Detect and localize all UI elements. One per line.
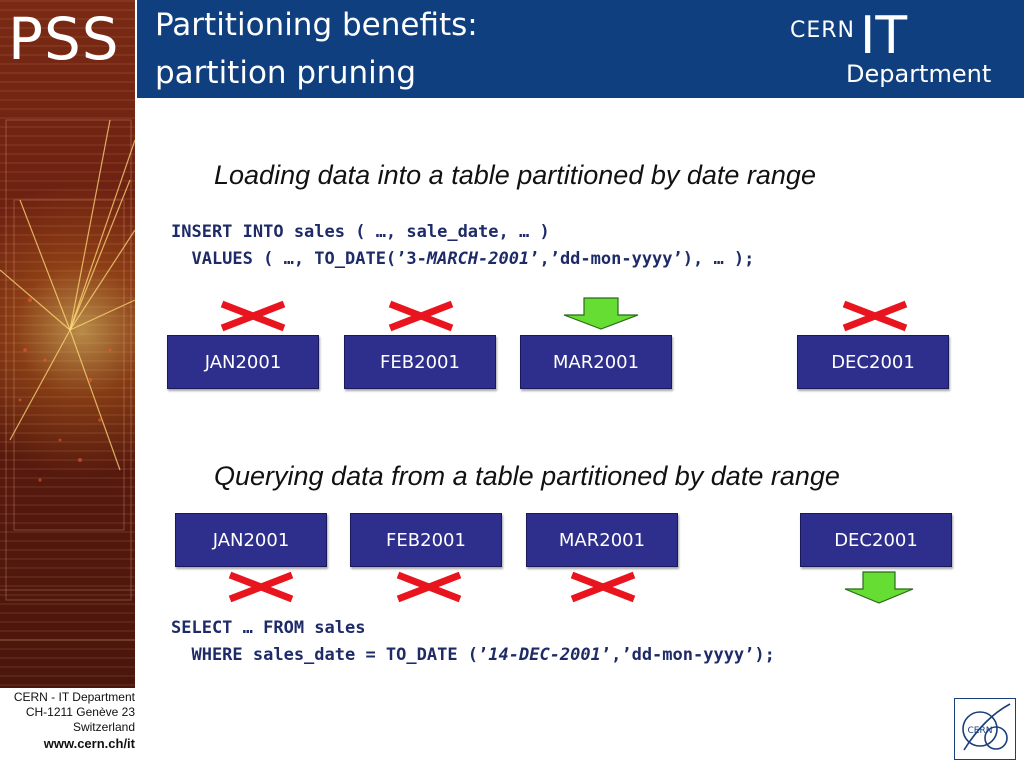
footer-line-1: CERN - IT Department bbox=[13, 690, 135, 704]
select-code-line-2-pre: WHERE sales_date = TO_DATE (’ bbox=[171, 645, 489, 665]
cern-it-department-logo: CERN IT Department bbox=[790, 6, 1010, 92]
svg-text:CERN: CERN bbox=[968, 726, 993, 736]
red-cross-icon bbox=[570, 571, 636, 603]
insert-code-block: INSERT INTO sales ( …, sale_date, … ) VA… bbox=[171, 219, 754, 273]
insert-code-line-2-date: MARCH-2001 bbox=[426, 249, 530, 269]
red-cross-icon bbox=[396, 571, 462, 603]
red-cross-icon bbox=[220, 300, 286, 332]
slide-title-line-1: Partitioning benefits: bbox=[155, 7, 478, 43]
green-down-arrow-icon bbox=[844, 571, 914, 604]
partition-jan2001: JAN2001 bbox=[167, 335, 319, 389]
particle-tracks-image bbox=[0, 119, 135, 641]
brand-department-text: Department bbox=[846, 60, 992, 88]
cern-logo-icon: CERN bbox=[954, 698, 1016, 760]
footer-line-3: Switzerland bbox=[72, 720, 135, 734]
loading-heading: Loading data into a table partitioned by… bbox=[214, 160, 816, 190]
insert-code-line-2-pre: VALUES ( …, TO_DATE(’3- bbox=[171, 249, 427, 269]
footer-line-2: CH-1211 Genève 23 bbox=[25, 705, 135, 719]
red-cross-icon bbox=[842, 300, 908, 332]
select-code-line-2-post: ’,’dd-mon-yyyy’); bbox=[600, 645, 775, 665]
red-cross-icon bbox=[388, 300, 454, 332]
brand-it-text: IT bbox=[860, 6, 908, 66]
slide-title-line-2: partition pruning bbox=[155, 55, 417, 91]
brand-cern-text: CERN bbox=[790, 18, 856, 43]
querying-heading: Querying data from a table partitioned b… bbox=[214, 461, 840, 491]
partition-dec2001: DEC2001 bbox=[797, 335, 949, 389]
decorative-sidebar: PSS bbox=[0, 0, 135, 688]
green-down-arrow-icon bbox=[563, 297, 639, 330]
partition-mar2001: MAR2001 bbox=[526, 513, 678, 567]
footer-url-link[interactable]: www.cern.ch/it bbox=[43, 736, 135, 751]
slide-header: Partitioning benefits: partition pruning… bbox=[137, 0, 1024, 98]
partition-mar2001: MAR2001 bbox=[520, 335, 672, 389]
insert-code-line-1: INSERT INTO sales ( …, sale_date, … ) bbox=[171, 222, 550, 242]
footer-address: CERN - IT Department CH-1211 Genève 23 S… bbox=[0, 688, 137, 768]
partition-feb2001: FEB2001 bbox=[350, 513, 502, 567]
select-code-block: SELECT … FROM sales WHERE sales_date = T… bbox=[171, 615, 775, 669]
partition-jan2001: JAN2001 bbox=[175, 513, 327, 567]
partition-dec2001: DEC2001 bbox=[800, 513, 952, 567]
red-cross-icon bbox=[228, 571, 294, 603]
pss-logo: PSS bbox=[8, 5, 120, 73]
select-code-line-2-date: 14-DEC-2001 bbox=[488, 645, 601, 665]
insert-code-line-2-post: ’,’dd-mon-yyyy’), … ); bbox=[529, 249, 755, 269]
select-code-line-1: SELECT … FROM sales bbox=[171, 618, 366, 638]
partition-feb2001: FEB2001 bbox=[344, 335, 496, 389]
